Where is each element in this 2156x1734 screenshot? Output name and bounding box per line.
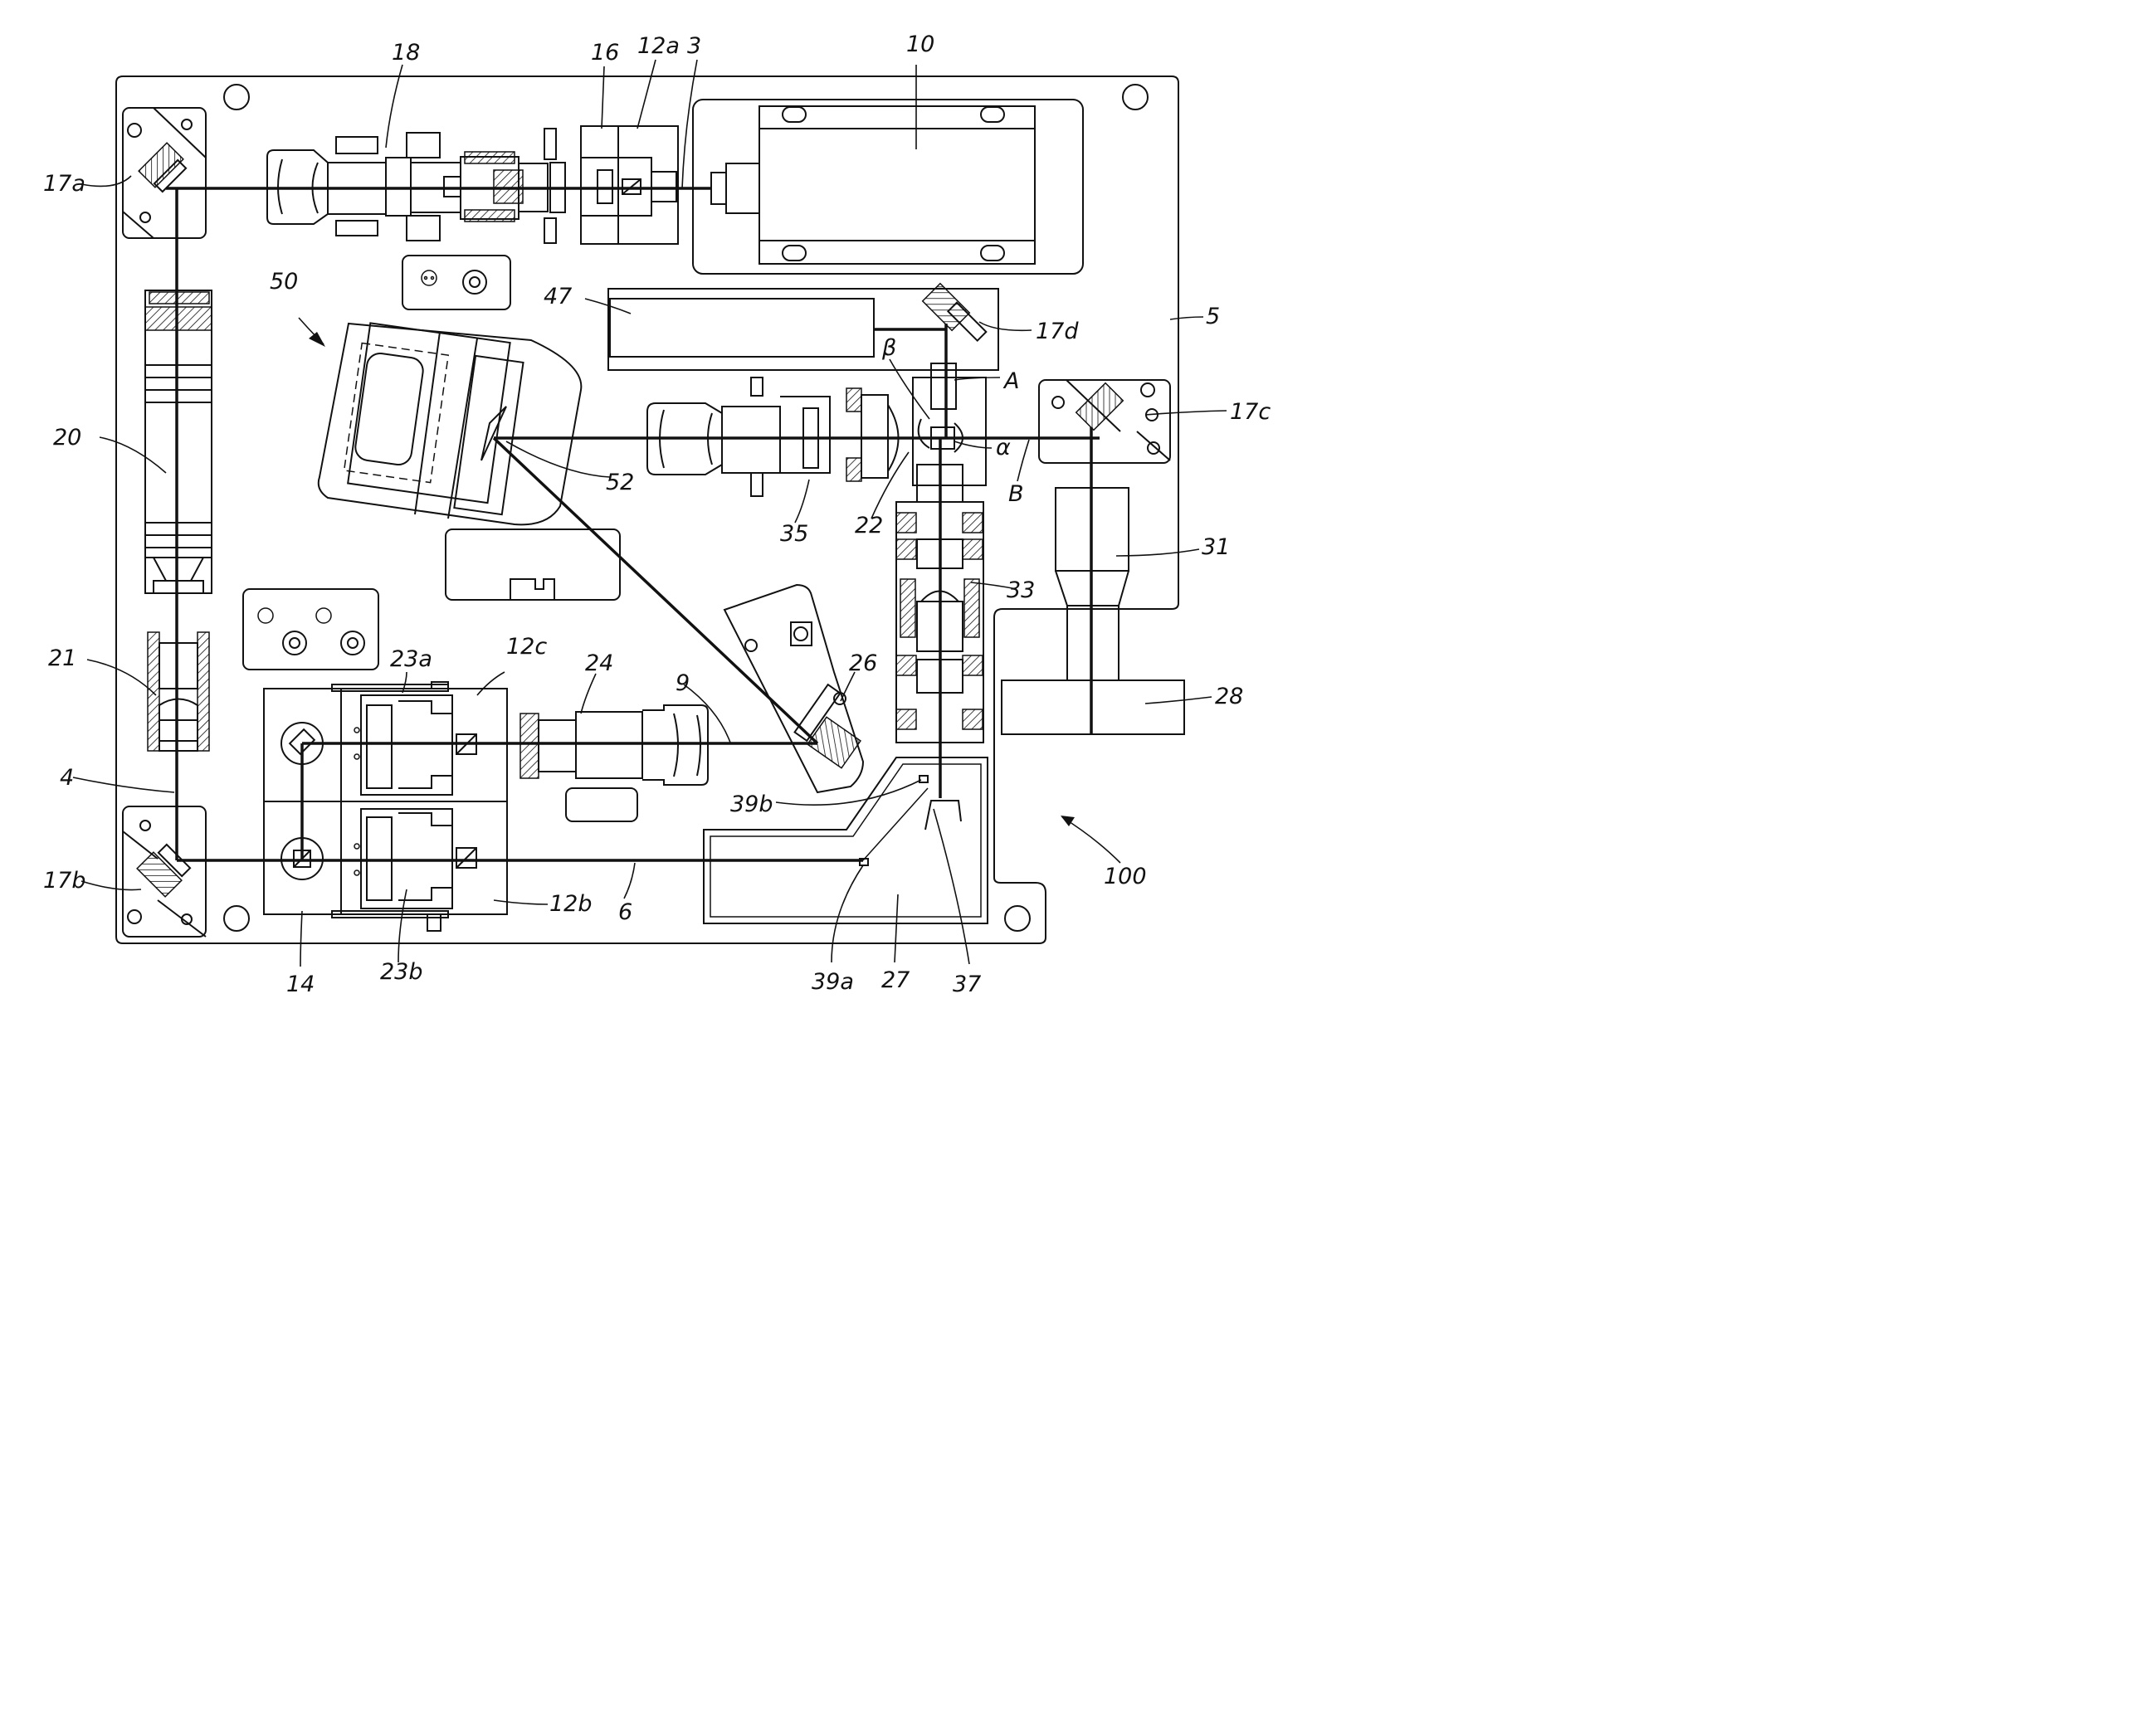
label-20: 20 bbox=[53, 425, 81, 451]
mount-hole bbox=[1005, 906, 1030, 931]
label-17d: 17d bbox=[1036, 319, 1079, 344]
label-A: A bbox=[1002, 368, 1019, 394]
label-alpha: α bbox=[996, 435, 1011, 460]
mirror-26 bbox=[724, 585, 863, 792]
beam-expander-18 bbox=[267, 133, 548, 241]
mount-hole bbox=[1123, 85, 1148, 110]
leader-lines bbox=[73, 60, 1227, 967]
scanner-head-50 bbox=[319, 323, 582, 524]
beam-combiner-22 bbox=[913, 363, 986, 485]
modulator-12b bbox=[332, 801, 507, 931]
label-39b: 39b bbox=[730, 792, 773, 817]
diagram-figure: 10 3 12a 16 18 17a 50 47 17d 5 β A 17c 2… bbox=[0, 0, 1301, 1046]
component-28 bbox=[1002, 680, 1184, 734]
label-33: 33 bbox=[1007, 577, 1035, 603]
mirror-17a bbox=[123, 108, 206, 238]
plate-with-holes bbox=[243, 589, 378, 670]
label-10: 10 bbox=[906, 32, 934, 57]
label-9: 9 bbox=[676, 670, 690, 696]
reference-labels: 10 3 12a 16 18 17a 50 47 17d 5 β A 17c 2… bbox=[43, 32, 1271, 997]
label-22: 22 bbox=[855, 513, 883, 538]
mirror-17c bbox=[1039, 380, 1170, 463]
small-plate bbox=[402, 256, 510, 309]
label-47: 47 bbox=[544, 284, 572, 309]
label-12c: 12c bbox=[506, 634, 547, 660]
label-17b: 17b bbox=[43, 868, 86, 894]
label-17c: 17c bbox=[1230, 399, 1271, 425]
label-12a: 12a bbox=[637, 33, 680, 59]
label-23a: 23a bbox=[390, 646, 432, 672]
label-18: 18 bbox=[392, 40, 420, 66]
diagram-canvas: 10 3 12a 16 18 17a 50 47 17d 5 β A 17c 2… bbox=[0, 0, 1301, 1046]
label-50: 50 bbox=[270, 269, 298, 295]
label-35: 35 bbox=[780, 521, 808, 547]
base-plate bbox=[116, 76, 1178, 943]
label-31: 31 bbox=[1202, 534, 1230, 560]
label-24: 24 bbox=[585, 650, 613, 676]
plate-below-scanner bbox=[446, 529, 620, 600]
telescope-20 bbox=[145, 290, 212, 593]
mount-hole bbox=[224, 906, 249, 931]
label-14: 14 bbox=[286, 972, 315, 997]
label-37: 37 bbox=[953, 972, 981, 997]
label-12b: 12b bbox=[549, 891, 593, 917]
laser-source-10 bbox=[693, 100, 1083, 274]
label-26: 26 bbox=[849, 650, 877, 676]
lens-assembly-24 bbox=[520, 705, 708, 821]
label-5: 5 bbox=[1206, 304, 1220, 329]
mount-hole bbox=[224, 85, 249, 110]
label-6: 6 bbox=[618, 899, 632, 925]
label-28: 28 bbox=[1215, 684, 1243, 709]
arrowheads bbox=[309, 332, 1075, 826]
label-39a: 39a bbox=[812, 969, 854, 995]
label-B: B bbox=[1008, 481, 1024, 507]
component-21 bbox=[148, 632, 209, 751]
label-3: 3 bbox=[687, 33, 701, 59]
label-beta: β bbox=[881, 335, 896, 361]
mirror-17d bbox=[923, 284, 987, 341]
mirror-17b bbox=[123, 806, 206, 937]
modulator-12c bbox=[332, 682, 507, 801]
label-100: 100 bbox=[1104, 864, 1147, 889]
label-52: 52 bbox=[606, 470, 634, 495]
label-17a: 17a bbox=[43, 171, 85, 197]
label-23b: 23b bbox=[380, 959, 423, 985]
modulator-12a bbox=[581, 126, 678, 244]
label-27: 27 bbox=[881, 967, 910, 993]
label-4: 4 bbox=[60, 765, 74, 791]
label-16: 16 bbox=[591, 40, 619, 66]
label-21: 21 bbox=[48, 645, 76, 671]
